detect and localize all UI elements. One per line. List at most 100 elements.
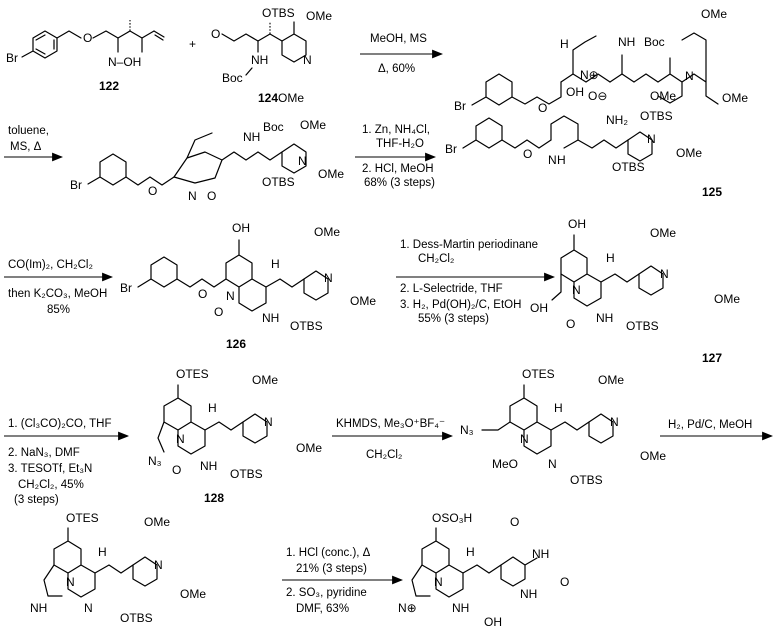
svg-text:55% (3 steps): 55% (3 steps)	[418, 313, 489, 325]
nh-label: NH	[200, 459, 217, 473]
nh-label-left: NH	[30, 601, 47, 615]
otes-label: OTES	[522, 367, 555, 381]
boc-label: Boc	[644, 35, 665, 49]
otbs-label: OTBS	[570, 473, 603, 487]
otbs-label: OTBS	[262, 175, 295, 189]
azide-label: N₃	[460, 423, 474, 437]
step-8-conditions: H₂, Pd/C, MeOH	[660, 419, 774, 441]
uracil-o-right: O	[560, 575, 569, 589]
nitrone-nplus: N⊕	[580, 68, 599, 82]
compound-124: O NH Boc OTBS OMe N OMe 124	[211, 6, 332, 105]
aldehyde-o-label: O	[211, 27, 220, 41]
otbs-label: OTBS	[612, 160, 645, 174]
ome-label-top: OMe	[650, 226, 676, 240]
pyrimidine-n: N	[298, 154, 307, 168]
h-label: H	[606, 251, 615, 265]
ome-label-right: OMe	[722, 91, 748, 105]
otes-label: OTES	[176, 367, 209, 381]
h-label: H	[466, 545, 475, 559]
oh-label-top: OH	[568, 217, 586, 231]
svg-text:1. Dess-Martin periodinane: 1. Dess-Martin periodinane	[400, 239, 538, 251]
bromo-label: Br	[70, 178, 82, 192]
piperidine-n: N	[548, 153, 557, 167]
pyrimidine-n: N	[154, 558, 163, 572]
urea-n: N	[572, 283, 581, 297]
svg-text:THF-H₂O: THF-H₂O	[376, 138, 424, 150]
ome-label-right: OMe	[318, 167, 344, 181]
compound-number-125: 125	[702, 185, 722, 199]
compound-number-127: 127	[702, 351, 722, 365]
nitrone-intermediate: Br O N⊕ O⊖ H NH Boc OTBS OMe OMe N	[454, 7, 748, 123]
final-product: OSO₃H H N N⊕ NH OH O NH NH O	[398, 511, 569, 629]
guanidinium-label: N⊕	[398, 601, 417, 615]
svg-text:KHMDS, Me₃O⁺BF₄⁻: KHMDS, Me₃O⁺BF₄⁻	[336, 418, 445, 430]
plus-sign: +	[189, 37, 196, 51]
otbs-label: OTBS	[290, 319, 323, 333]
nh-label: NH	[596, 311, 613, 325]
svg-text:2. SO₃, pyridine: 2. SO₃, pyridine	[286, 587, 367, 599]
otbs-label: OTBS	[230, 467, 263, 481]
ome-label-right: OMe	[296, 441, 322, 455]
compound-126: Br O OH H N O NH OTBS OMe OMe N 126	[120, 221, 376, 351]
hydroxylamine-label: N–OH	[108, 55, 141, 69]
ome-label-top: OMe	[598, 373, 624, 387]
svg-text:3. TESOTf, Et₃N: 3. TESOTf, Et₃N	[8, 463, 92, 475]
bromo-label: Br	[120, 281, 132, 295]
compound-122: Br O N–OH 122	[6, 20, 165, 93]
boc-label: Boc	[222, 71, 243, 85]
compound-128: OTES N₃ H N O NH OTBS OMe OMe N 128	[148, 367, 322, 505]
svg-text:Δ, 60%: Δ, 60%	[378, 63, 415, 75]
ether-o-label: O	[83, 31, 92, 45]
svg-text:CH₂Cl₂, 45%: CH₂Cl₂, 45%	[18, 479, 84, 491]
ether-o-label: O	[148, 184, 157, 198]
compound-127: OH OH H N O NH OTBS OMe OMe N 127	[530, 217, 740, 365]
ome-label-right: OMe	[350, 294, 376, 308]
otbs-label: OTBS	[640, 109, 673, 123]
otes-label: OTES	[66, 511, 99, 525]
pyrimidine-n: N	[647, 132, 656, 146]
o-methyl-isourea-intermediate: OTES N₃ H N MeO N OTBS OMe OMe N	[460, 367, 666, 487]
azide-label: N₃	[148, 454, 162, 468]
ether-o-label: O	[198, 287, 207, 301]
svg-text:toluene,: toluene,	[8, 125, 49, 137]
ome-label-top: OMe	[314, 225, 340, 239]
ome-label-top: OMe	[306, 9, 332, 23]
ome-label-top: OMe	[144, 515, 170, 529]
svg-text:MeOH, MS: MeOH, MS	[370, 33, 427, 45]
nh-label: NH	[243, 130, 260, 144]
pyrimidine-n: N	[610, 415, 619, 429]
step-6-conditions: 1. (Cl₃CO)₂CO, THF 2. NaN₃, DMF 3. TESOT…	[4, 418, 130, 506]
urea-o: O	[172, 463, 181, 477]
uracil-nh-bottom: NH	[520, 587, 537, 601]
urea-n: N	[176, 432, 185, 446]
boc-label: Boc	[263, 120, 284, 134]
ring-nh-label: H	[557, 153, 566, 167]
bromo-label: Br	[454, 99, 466, 113]
oh-label: OH	[566, 85, 584, 99]
svg-text:CH₂Cl₂: CH₂Cl₂	[366, 449, 402, 461]
isourea-n: N	[520, 432, 529, 446]
uracil-nh-top: NH	[532, 547, 549, 561]
ome-label-top: OMe	[650, 89, 676, 103]
svg-text:then K₂CO₃, MeOH: then K₂CO₃, MeOH	[8, 288, 107, 300]
uracil-o-top: O	[510, 515, 519, 529]
isoxazolidine-o: O	[207, 189, 216, 203]
svg-text:CO(Im)₂, CH₂Cl₂: CO(Im)₂, CH₂Cl₂	[8, 259, 93, 271]
svg-text:MS, Δ: MS, Δ	[10, 141, 42, 153]
svg-text:CH₂Cl₂: CH₂Cl₂	[418, 253, 454, 265]
urea-o: O	[214, 305, 223, 319]
nh-label: NH	[618, 35, 635, 49]
compound-number-128: 128	[204, 491, 224, 505]
ome-label-top: OMe	[300, 118, 326, 132]
urea-o: O	[566, 317, 575, 331]
svg-text:(3 steps): (3 steps)	[14, 494, 59, 506]
oh-label: OH	[484, 615, 502, 629]
h-label: H	[271, 257, 280, 271]
nitrone-ominus: O⊖	[588, 89, 607, 103]
guanidine-n: N	[66, 575, 75, 589]
svg-text:DMF, 63%: DMF, 63%	[296, 603, 349, 615]
bromo-label: Br	[6, 51, 18, 65]
ether-o-label: O	[538, 101, 547, 115]
ome-label-bottom: OMe	[278, 91, 304, 105]
